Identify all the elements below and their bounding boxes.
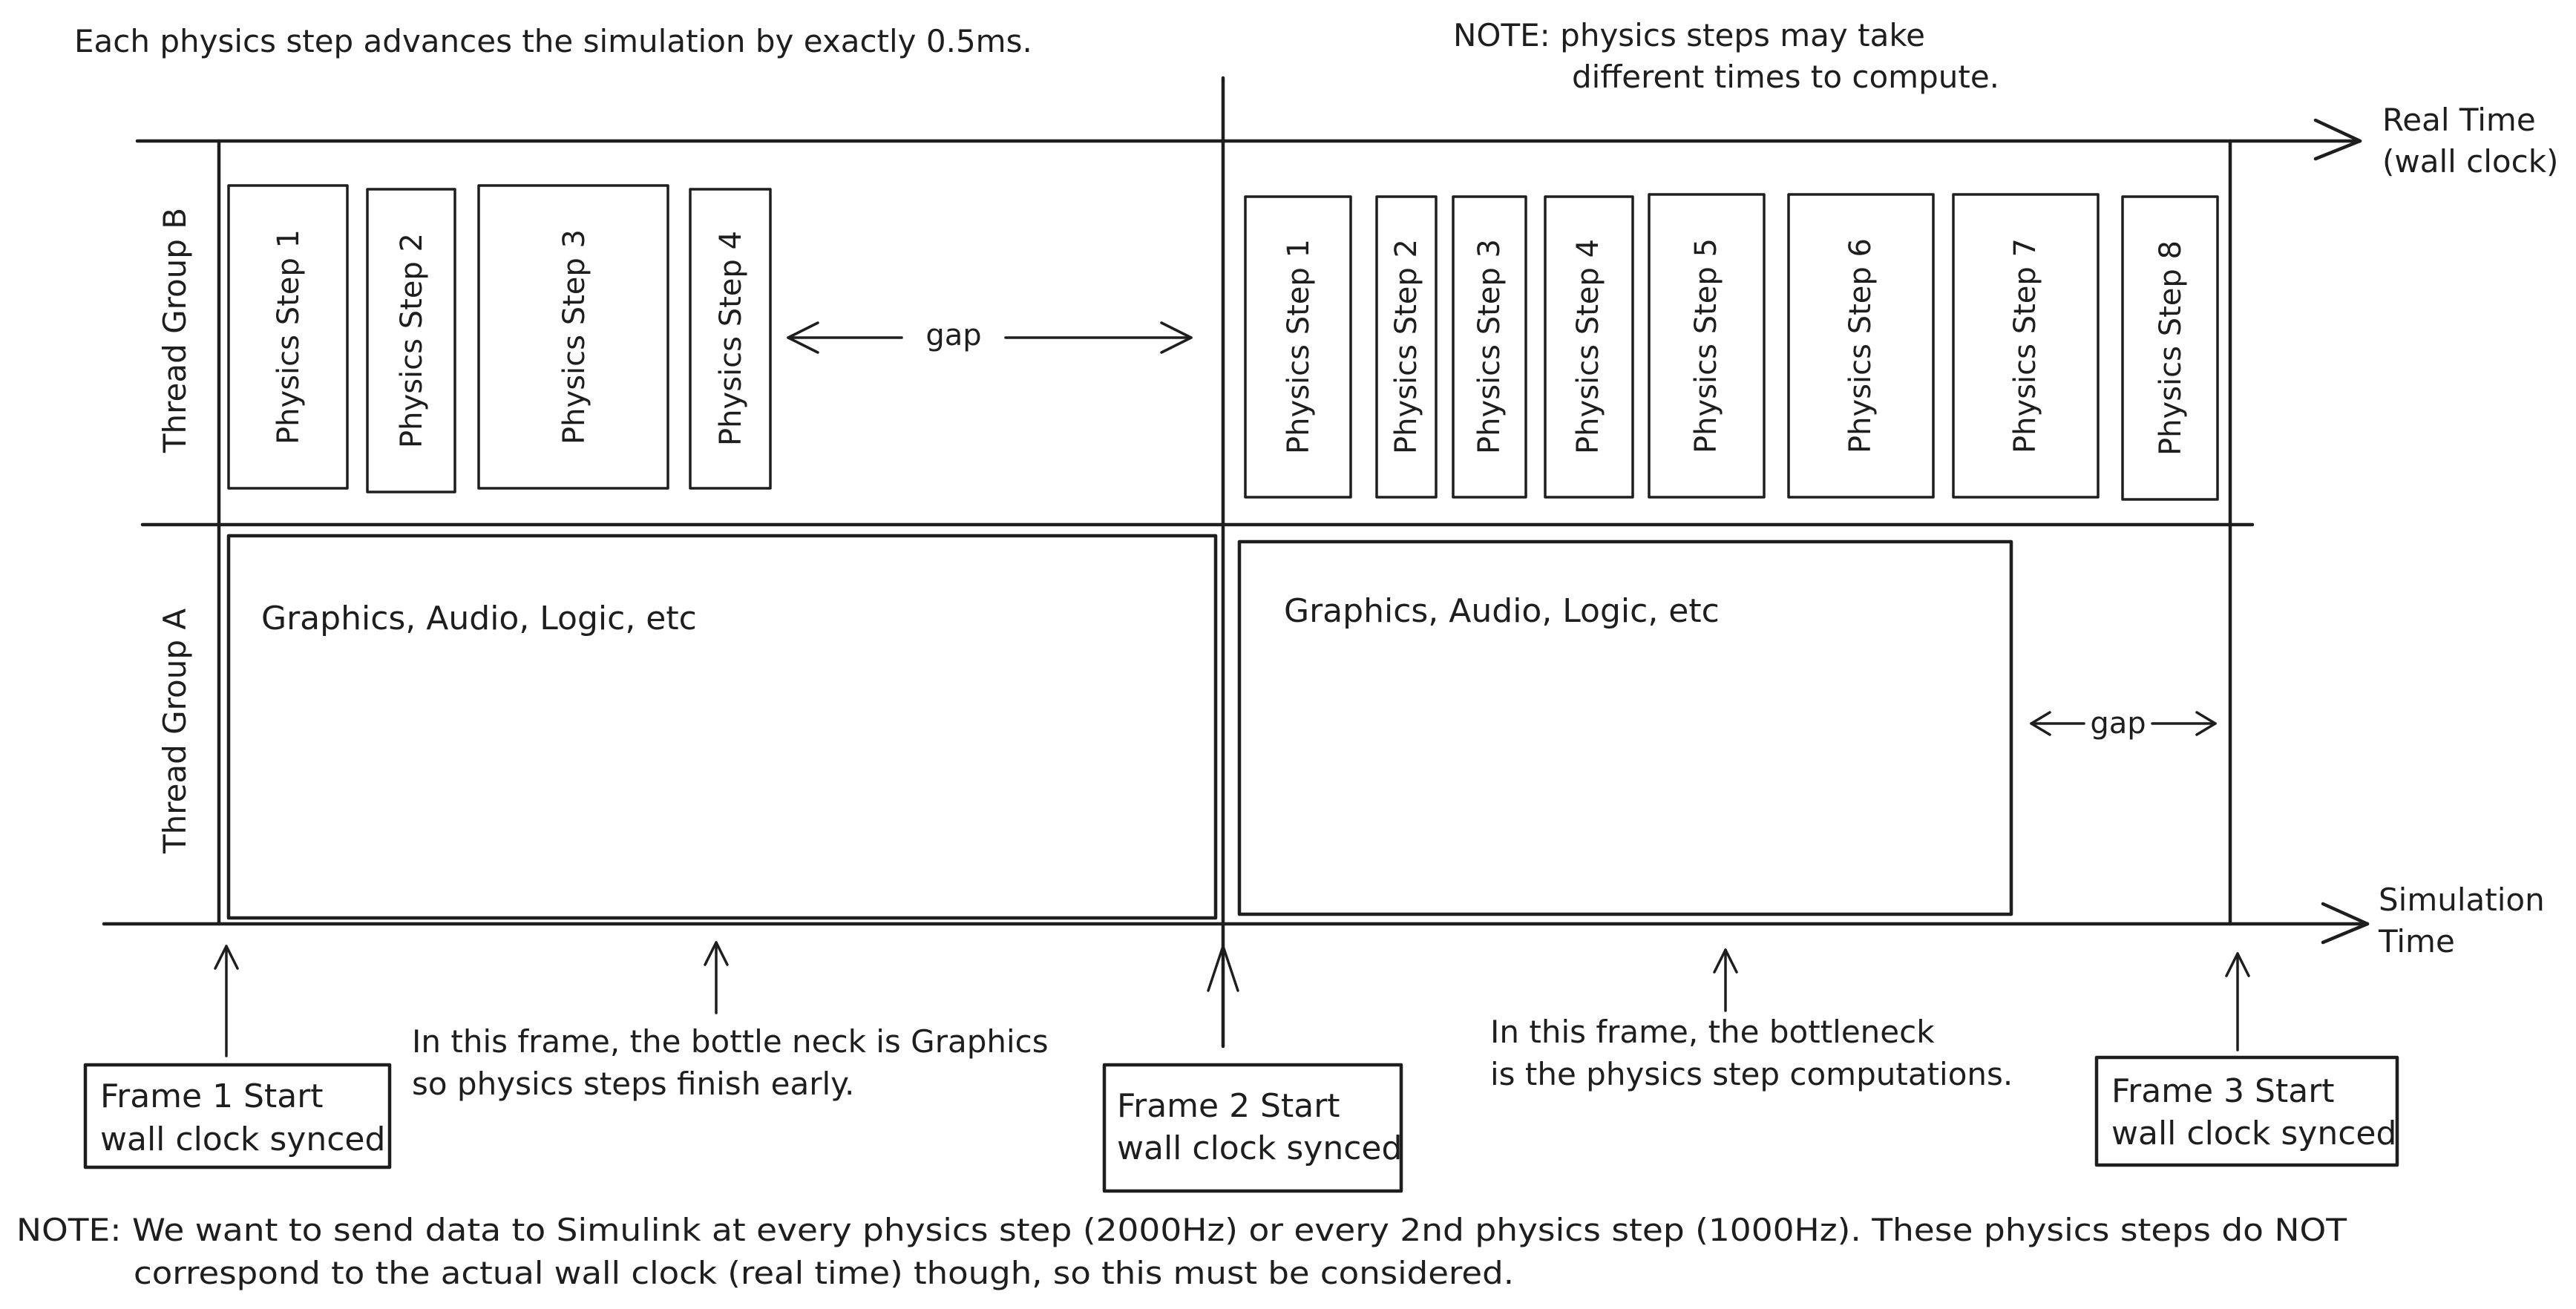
frame-1-annotation-line1: In this frame, the bottle neck is Graphi… <box>412 1023 1049 1060</box>
frame-3-start-line2: wall clock synced <box>2111 1115 2396 1152</box>
frame-1-physics-step-1-label: Physics Step 1 <box>272 229 306 444</box>
frame-2-physics-step-7-box <box>1952 193 2100 499</box>
frame-2-graphics-label: Graphics, Audio, Logic, etc <box>1284 592 1720 630</box>
frame-2-physics-step-2-box <box>1375 195 1438 499</box>
note-step-duration: Each physics step advances the simulatio… <box>74 23 1032 59</box>
frame-1-physics-step-2-label: Physics Step 2 <box>395 233 429 448</box>
frame-1-graphics-box <box>226 534 1218 920</box>
frame-1-gap-label: gap <box>925 318 981 352</box>
frame-2-physics-step-6-box <box>1787 193 1935 499</box>
simulation-time-axis <box>102 902 2370 945</box>
frame-2-physics-step-7-label: Physics Step 7 <box>2008 238 2042 453</box>
frame-2-physics-steps: Physics Step 1 Physics Step 2 Physics St… <box>1244 193 2219 501</box>
frame-2-gap-indicator <box>2030 711 2217 736</box>
pointer-arrows <box>214 941 2250 1057</box>
frame-1-physics-step-4-box <box>689 188 772 490</box>
frame-2-physics-step-8-label: Physics Step 8 <box>2154 240 2188 456</box>
frame-2-start-arrowhead <box>1207 945 1239 992</box>
frame-1-start-box <box>83 1063 392 1169</box>
frame-3-start-box <box>2094 1055 2399 1167</box>
thread-group-b-label: Thread Group B <box>157 208 193 453</box>
frame-1-annotation-arrowhead <box>704 941 729 966</box>
frame-2-physics-step-6-label: Physics Step 6 <box>1843 238 1878 453</box>
frame-2-gap-left-arrowhead <box>2030 711 2051 736</box>
frame-2-physics-step-5-box <box>1648 193 1766 499</box>
simulation-time-label-line2: Time <box>2378 923 2455 959</box>
frame-2-gap-label: gap <box>2090 706 2146 741</box>
frame-1-annotation-line2: so physics steps finish early. <box>412 1066 854 1102</box>
frame-2-physics-step-3-box <box>1452 195 1527 499</box>
frame-1-start-arrowhead <box>214 945 239 970</box>
frame-2-physics-step-3-label: Physics Step 3 <box>1472 239 1507 454</box>
frame-3-start-arrowhead <box>2225 952 2250 977</box>
frame-1-physics-steps: Physics Step 1 Physics Step 2 Physics St… <box>227 184 772 493</box>
frame-2-physics-step-1-box <box>1244 195 1352 499</box>
frame-2-physics-step-4-label: Physics Step 4 <box>1571 239 1605 454</box>
frame-2-annotation-line1: In this frame, the bottleneck <box>1490 1014 1935 1050</box>
frame-1-gap-right-arrowhead <box>1160 321 1193 354</box>
frame-1-start-line1: Frame 1 Start <box>100 1077 324 1115</box>
frame-2-graphics-box <box>1237 539 2013 916</box>
frame-1-start-line2: wall clock synced <box>100 1121 385 1158</box>
frame-1-physics-step-2-box <box>366 188 456 493</box>
frame-2-physics-step-2-label: Physics Step 2 <box>1389 239 1423 454</box>
real-time-axis-arrowhead <box>2313 118 2362 161</box>
simulation-time-axis-arrowhead <box>2321 902 2370 945</box>
thread-group-a-label: Thread Group A <box>157 608 193 854</box>
real-time-label-line2: (wall clock) <box>2382 143 2558 180</box>
frame-2-annotation-arrowhead <box>1713 948 1738 974</box>
real-time-label-line1: Real Time <box>2382 102 2536 138</box>
frame-2-physics-step-8-box <box>2121 195 2219 501</box>
frame-1-physics-step-4-label: Physics Step 4 <box>714 231 748 446</box>
frame-3-start-line1: Frame 3 Start <box>2111 1072 2335 1110</box>
frame-1-physics-step-1-box <box>227 184 349 490</box>
note-simulink-line1: NOTE: We want to send data to Simulink a… <box>16 1212 2347 1248</box>
frame-2-physics-step-5-label: Physics Step 5 <box>1689 238 1723 453</box>
note-variable-compute-line2: different times to compute. <box>1572 59 1999 95</box>
note-simulink-line2: correspond to the actual wall clock (rea… <box>134 1255 1514 1291</box>
frame-1-gap-left-arrowhead <box>787 321 819 354</box>
real-time-axis <box>135 118 2362 161</box>
frame-2-start-line2: wall clock synced <box>1117 1129 1402 1167</box>
frame-2-start-line1: Frame 2 Start <box>1117 1087 1340 1125</box>
frame-2-start-box <box>1102 1063 1403 1193</box>
frame-1-physics-step-3-label: Physics Step 3 <box>557 229 591 444</box>
frame-2-annotation-line2: is the physics step computations. <box>1490 1056 2013 1092</box>
note-variable-compute-line1: NOTE: physics steps may take <box>1453 17 1925 53</box>
frame-1-gap-indicator <box>787 321 1193 354</box>
frame-2-physics-step-4-box <box>1544 195 1634 499</box>
frame-1-graphics-label: Graphics, Audio, Logic, etc <box>261 600 697 637</box>
simulation-time-label-line1: Simulation <box>2379 882 2545 918</box>
frame-2-physics-step-1-label: Physics Step 1 <box>1282 239 1316 454</box>
frame-2-gap-right-arrowhead <box>2195 711 2217 736</box>
frame-1-physics-step-3-box <box>477 184 669 490</box>
